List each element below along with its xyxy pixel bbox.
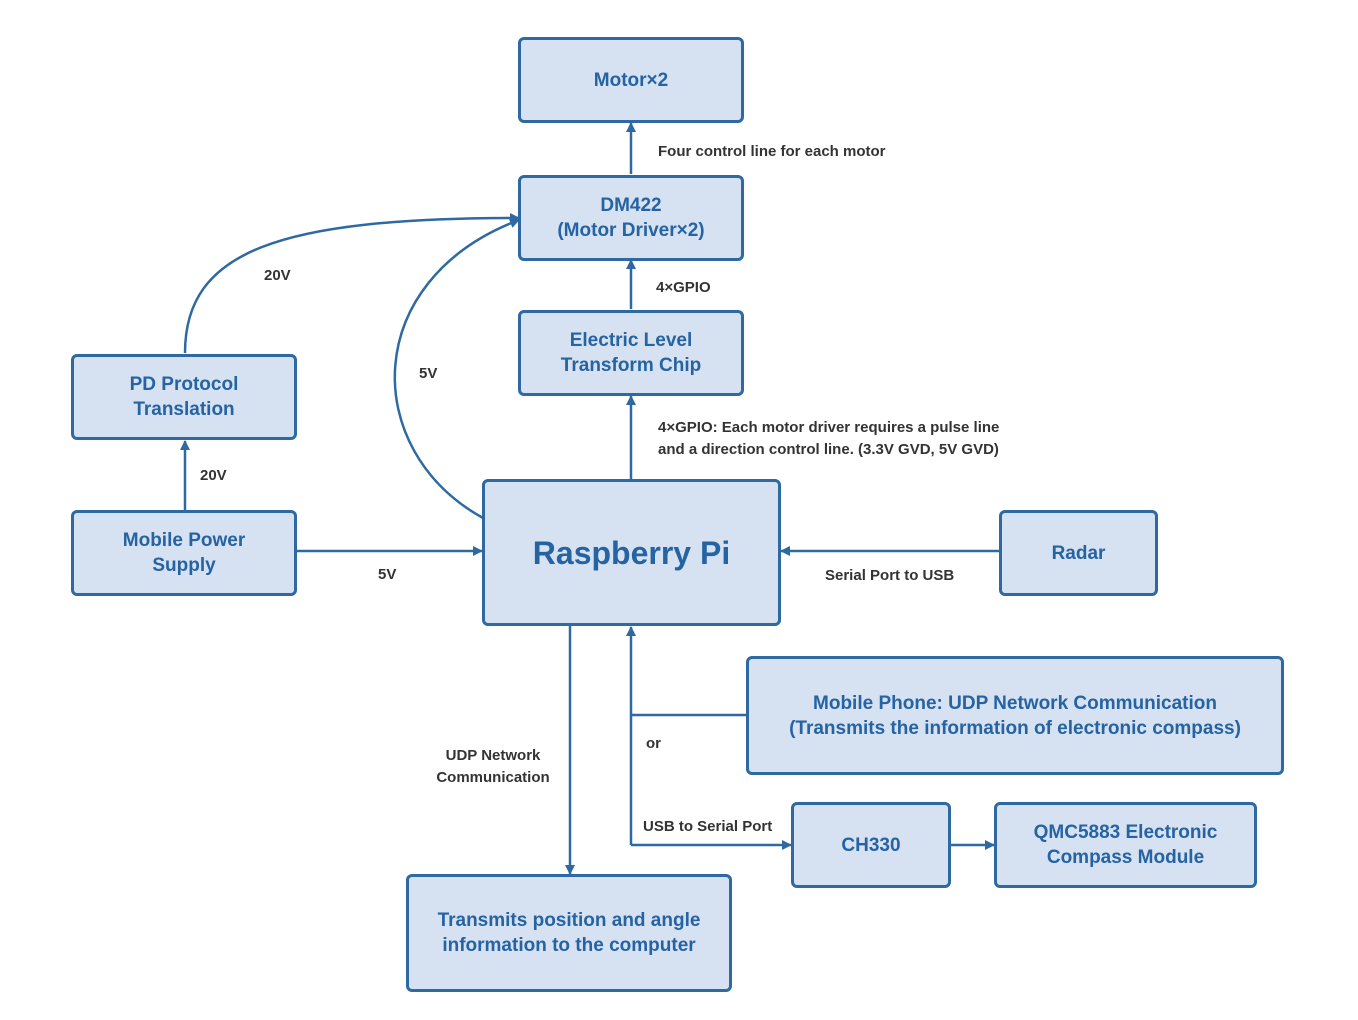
radar-label: Radar (1051, 542, 1106, 564)
power-supply-node: Mobile Power Supply (71, 510, 297, 596)
computer-label: Transmits position and angle information… (437, 910, 701, 956)
qmc5883-node: QMC5883 Electronic Compass Module (994, 802, 1257, 888)
supply-to-pd-voltage-label: 20V (200, 467, 227, 484)
udp-down-label: UDP Network Communication (436, 747, 550, 786)
usb-serial-label: USB to Serial Port (643, 818, 773, 835)
ch330-label: CH330 (841, 834, 901, 856)
pd-protocol-node: PD Protocol Translation (71, 354, 297, 440)
or-label: or (646, 735, 661, 752)
radar-node: Radar (999, 510, 1158, 596)
arrow-pd-to-dm422 (183, 213, 520, 354)
motor-node: Motor×2 (518, 37, 744, 123)
pd-protocol-label: PD Protocol Translation (129, 374, 239, 420)
level-chip-label: Electric Level Transform Chip (560, 330, 702, 376)
mobile-phone-node: Mobile Phone: UDP Network Communication … (746, 656, 1284, 775)
radar-link-label: Serial Port to USB (825, 567, 955, 584)
level-chip-node: Electric Level Transform Chip (518, 310, 744, 396)
gpio-upper-label: 4×GPIO (656, 279, 711, 296)
dm422-label: DM422 (Motor Driver×2) (557, 195, 705, 241)
ch330-node: CH330 (791, 802, 951, 888)
computer-node: Transmits position and angle information… (406, 874, 732, 992)
pi-to-dm422-voltage-label: 5V (419, 365, 438, 382)
mobile-phone-label: Mobile Phone: UDP Network Communication … (789, 692, 1241, 739)
pd-to-dm422-voltage-label: 20V (264, 267, 291, 284)
power-supply-label: Mobile Power Supply (122, 530, 246, 576)
four-control-label: Four control line for each motor (658, 143, 886, 160)
qmc5883-label: QMC5883 Electronic Compass Module (1033, 822, 1218, 868)
raspberry-pi-node: Raspberry Pi (482, 479, 781, 626)
arrow-pi-to-dm422 (393, 218, 520, 520)
supply-to-pi-voltage-label: 5V (378, 566, 397, 583)
gpio-lower-label: 4×GPIO: Each motor driver requires a pul… (658, 419, 1000, 458)
motor-label: Motor×2 (593, 69, 669, 91)
raspberry-pi-label: Raspberry Pi (532, 534, 731, 571)
dm422-node: DM422 (Motor Driver×2) (518, 175, 744, 261)
